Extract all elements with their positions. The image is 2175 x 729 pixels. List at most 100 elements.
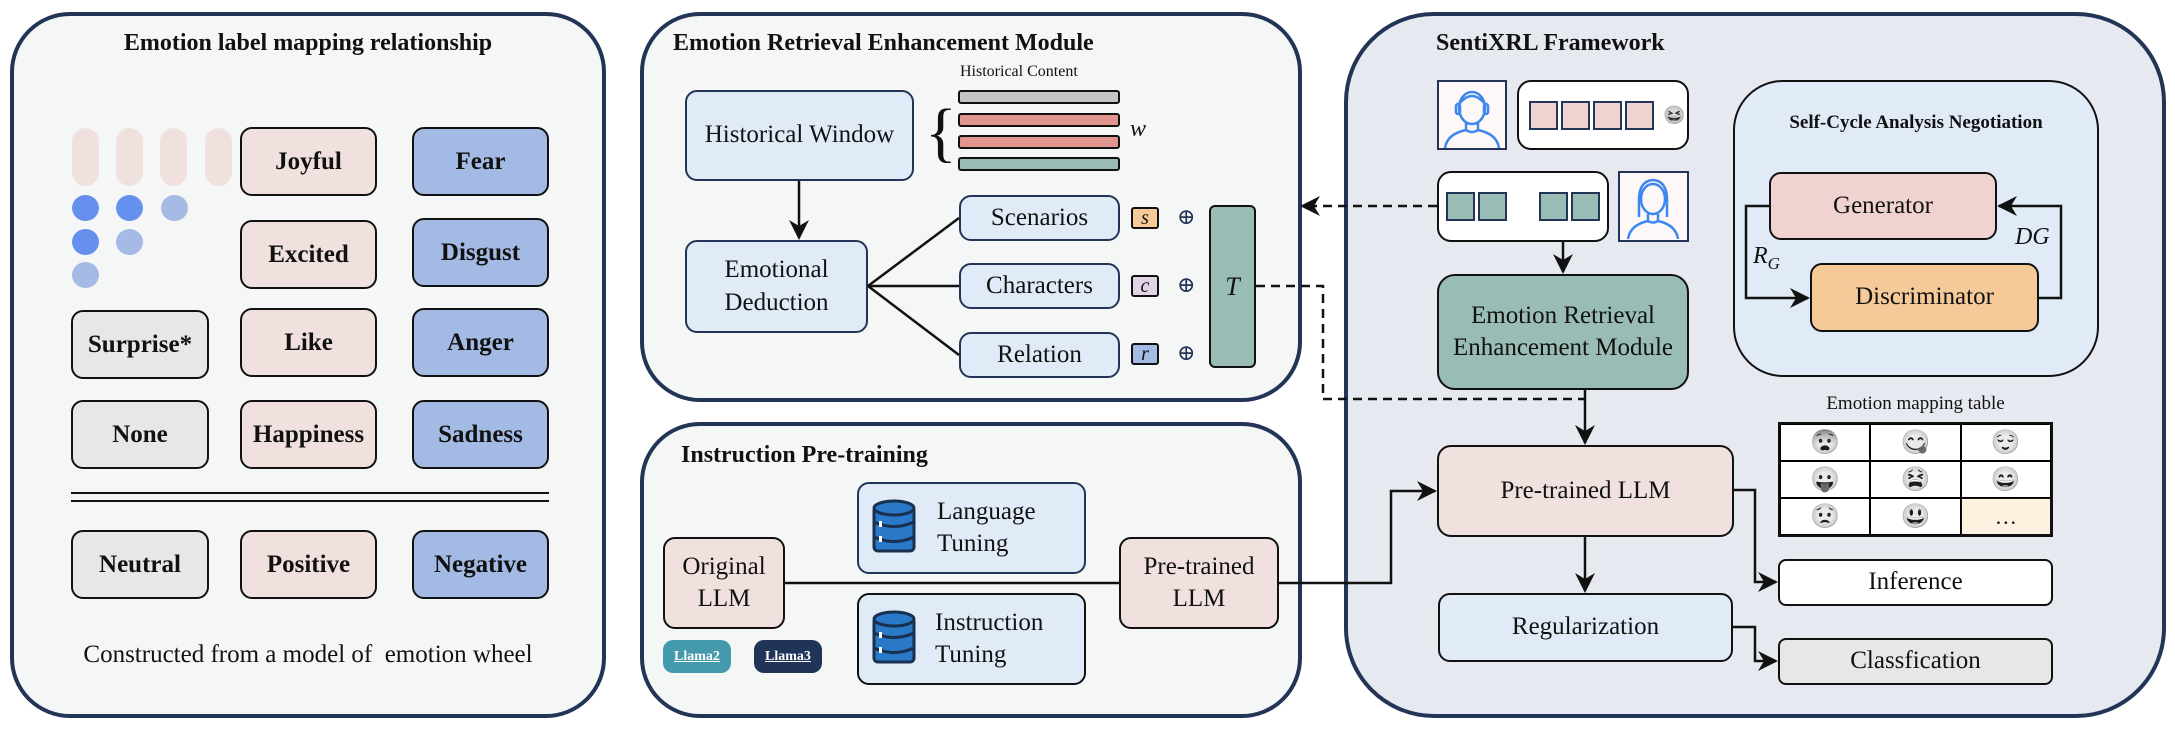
oplus-icon: ⊕ — [1177, 340, 1196, 365]
emotion-box-disgust: Disgust — [412, 218, 549, 287]
pretrained-llm-box-small: Pre-trained LLM — [1119, 537, 1279, 629]
emotional-deduction-line1: Emotional — [724, 256, 829, 283]
language-tuning-line1: Language — [937, 497, 1036, 525]
emotion-box-excited: Excited — [240, 220, 377, 289]
emotion-box-anger: Anger — [412, 308, 549, 377]
emotion-box-sadness: Sadness — [412, 400, 549, 469]
message-token — [1478, 192, 1507, 221]
emotion-box-joyful: Joyful — [240, 127, 377, 196]
decorative-pill — [116, 128, 143, 186]
decorative-dot — [116, 229, 143, 255]
instruction-tuning-box: Instruction Tuning — [857, 593, 1086, 685]
original-llm-line1: Original — [682, 552, 766, 580]
emotional-deduction-line2: Deduction — [724, 288, 829, 316]
llama2-badge: Llama2 — [663, 640, 731, 673]
more-emoji-ellipsis: … — [1960, 498, 2051, 535]
window-size-symbol: w — [1130, 116, 1147, 142]
rg-main: R — [1753, 243, 1768, 269]
sentiment-box-neutral: Neutral — [71, 530, 209, 599]
mapping-table-title: Emotion mapping table — [1826, 393, 2005, 414]
language-tuning-line2: Tuning — [937, 530, 1009, 557]
emotion-box-none: None — [71, 400, 209, 469]
database-icon — [872, 499, 916, 553]
pretraining-panel-title: Instruction Pre-training — [681, 442, 928, 468]
original-llm-box: Original LLM — [663, 537, 785, 629]
classification-box: Classfication — [1778, 638, 2053, 685]
male-user-avatar — [1437, 80, 1507, 150]
emotion-box-happiness: Happiness — [240, 400, 377, 469]
message-token — [1446, 192, 1475, 221]
historical-content-label: Historical Content — [960, 63, 1078, 80]
history-bar-teal — [958, 157, 1120, 171]
yum-emoji-icon: 😋 — [1870, 424, 1961, 461]
decorative-pill — [72, 128, 99, 186]
database-icon — [872, 610, 916, 664]
worried-emoji-icon: 😟 — [1780, 498, 1871, 535]
framework-panel-title: SentiXRL Framework — [1436, 30, 1665, 56]
tongue-emoji-icon: 😛 — [1780, 461, 1871, 498]
sentiment-box-positive: Positive — [240, 530, 377, 599]
fearful-emoji-icon: 😨 — [1780, 424, 1871, 461]
relation-box: Relation — [959, 332, 1120, 378]
emotion-box-like: Like — [240, 308, 377, 377]
history-bar-gray — [958, 90, 1120, 104]
message-token — [1593, 100, 1622, 130]
llama3-badge: Llama3 — [754, 640, 822, 673]
decorative-dot — [72, 262, 99, 288]
female-user-avatar — [1618, 171, 1689, 242]
user-icon — [1626, 178, 1680, 240]
character-tag: c — [1131, 275, 1159, 297]
rg-sub: G — [1767, 253, 1780, 273]
emotion-wheel-caption: Constructed from a model of emotion whee… — [83, 641, 533, 668]
historical-window-box: Historical Window — [685, 90, 914, 181]
regularization-box: Regularization — [1438, 593, 1733, 662]
window-brace-icon: { — [925, 96, 957, 169]
rg-label: RG — [1753, 243, 1780, 274]
emotional-deduction-box: Emotional Deduction — [685, 240, 868, 333]
response-message-bubble — [1437, 171, 1609, 242]
oplus-icon: ⊕ — [1177, 272, 1196, 297]
decorative-dot — [161, 195, 188, 221]
tired-emoji-icon: 😫 — [1870, 461, 1961, 498]
decorative-pill — [205, 128, 232, 186]
smile-emoji-icon: 😄 — [1960, 461, 2051, 498]
laughing-emoji-icon: 😆 — [1663, 104, 1686, 125]
pretrained-llm-box: Pre-trained LLM — [1437, 445, 1734, 537]
relieved-emoji-icon: 😌 — [1960, 424, 2051, 461]
ere-module-box: Emotion Retrieval Enhancement Module — [1437, 274, 1689, 390]
decorative-dot — [116, 195, 143, 221]
inference-box: Inference — [1778, 559, 2053, 606]
instruction-tuning-line1: Instruction — [935, 608, 1044, 636]
scenario-tag: s — [1131, 207, 1159, 229]
user-icon — [1443, 90, 1501, 149]
emotion-mapping-table: 😨 😋 😌 😛 😫 😄 😟 😃 … — [1778, 422, 2053, 537]
oplus-icon: ⊕ — [1177, 204, 1196, 229]
characters-box: Characters — [959, 263, 1120, 309]
decorative-dot — [72, 195, 99, 221]
emotion-box-surprise: Surprise* — [71, 310, 209, 379]
t-aggregation-box: T — [1209, 205, 1256, 368]
relation-tag: r — [1131, 343, 1159, 365]
dg-label: DG — [2015, 224, 2050, 250]
message-token — [1625, 100, 1654, 130]
emotion-label-mapping-title: Emotion label mapping relationship — [123, 30, 493, 56]
message-token — [1539, 192, 1568, 221]
emotion-box-fear: Fear — [412, 127, 549, 196]
decorative-pill — [160, 128, 187, 186]
double-divider — [71, 492, 549, 502]
language-tuning-box: Language Tuning — [857, 482, 1086, 574]
ere-panel-title: Emotion Retrieval Enhancement Module — [673, 30, 1094, 56]
ere-module-line2: Enhancement Module — [1452, 334, 1674, 361]
history-bar-red — [958, 135, 1120, 149]
sentiment-box-negative: Negative — [412, 530, 549, 599]
scenarios-box: Scenarios — [959, 195, 1120, 241]
discriminator-box: Discriminator — [1810, 263, 2039, 332]
scan-title: Self-Cycle Analysis Negotiation — [1789, 112, 2043, 133]
pretrained-llm-line1: Pre-trained — [1143, 552, 1255, 580]
generator-box: Generator — [1769, 172, 1997, 240]
pretrained-llm-line2: LLM — [1172, 585, 1226, 612]
grinning-emoji-icon: 😃 — [1870, 498, 1961, 535]
message-token — [1571, 192, 1600, 221]
message-token — [1561, 100, 1590, 130]
